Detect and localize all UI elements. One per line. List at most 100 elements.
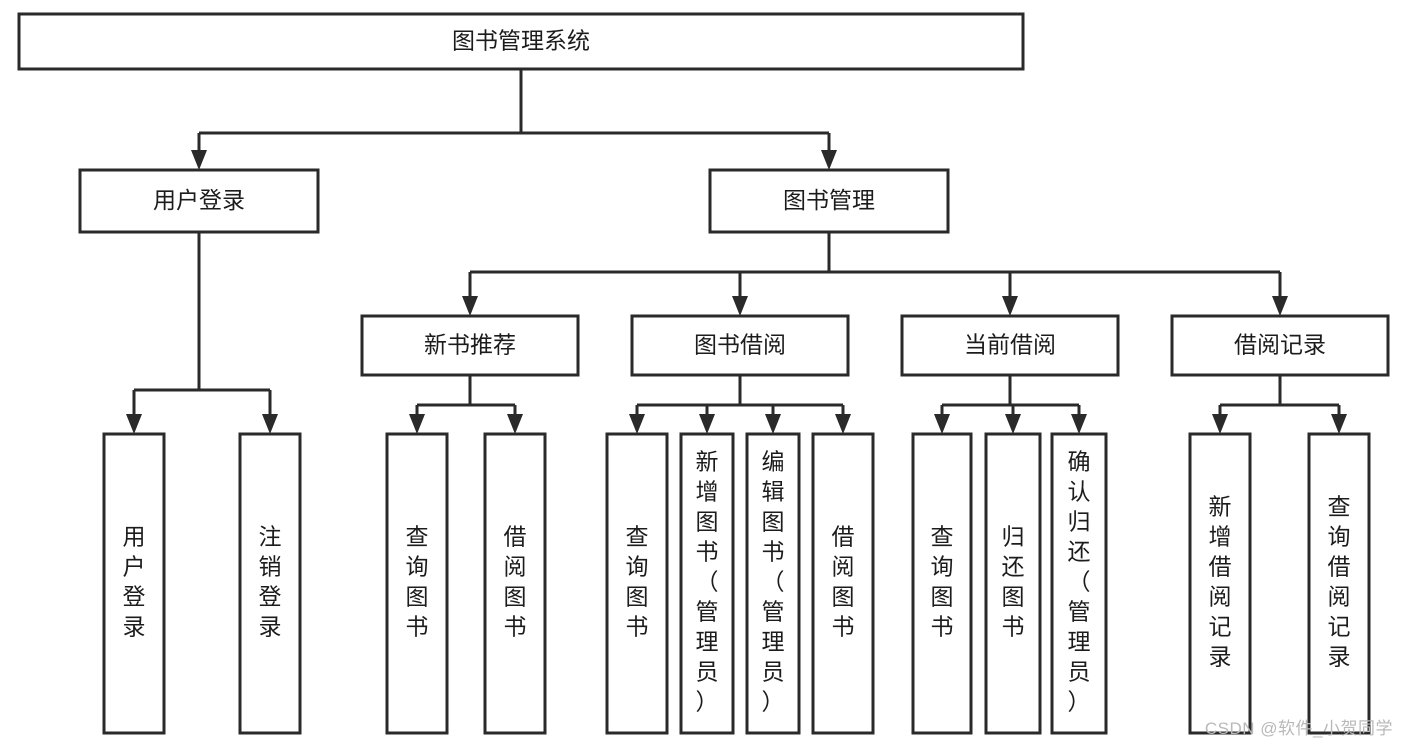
- node-label-login-in-char: 登: [123, 584, 146, 610]
- node-label-cb-confirm-char: 员: [1068, 659, 1091, 685]
- node-label-nb-query-char: 查: [406, 524, 429, 550]
- node-box-cb-return[interactable]: [984, 432, 1042, 735]
- node-label-cb-confirm-char: 理: [1068, 629, 1091, 655]
- node-label-cb-query-char: 书: [931, 614, 954, 640]
- node-label-bb-add-char: 图: [696, 509, 719, 535]
- node-label-cb-confirm-char: 管: [1068, 599, 1091, 625]
- node-label-rec-query-char: 询: [1328, 524, 1351, 550]
- node-label-cb-query-char: 图: [931, 584, 954, 610]
- node-box-rec-add[interactable]: [1188, 432, 1252, 735]
- node-label-bb-add-char: 员: [696, 659, 719, 685]
- arrow-head-icon: [462, 296, 478, 316]
- node-label-record: 借阅记录: [1234, 332, 1326, 358]
- connector-group-bookmgmt: [462, 232, 1288, 316]
- node-box-rec-query[interactable]: [1307, 432, 1371, 735]
- node-box-bookmgmt[interactable]: [708, 168, 950, 234]
- node-box-cb-confirm[interactable]: [1050, 432, 1108, 735]
- arrow-head-icon: [629, 414, 645, 434]
- node-label-nb-borrow-char: 书: [504, 614, 527, 640]
- node-label-cb-confirm-char: 还: [1068, 539, 1091, 565]
- node-box-newbook[interactable]: [360, 314, 580, 377]
- node-login[interactable]: 用户登录: [78, 168, 320, 234]
- node-label-rec-query-char: 记: [1328, 614, 1351, 640]
- node-borrow[interactable]: 图书借阅: [630, 314, 850, 377]
- node-label-cb-confirm-char: 确: [1068, 449, 1091, 475]
- node-label-nb-query-char: 书: [406, 614, 429, 640]
- node-box-bb-add[interactable]: [679, 432, 735, 735]
- node-box-logout[interactable]: [238, 432, 302, 735]
- node-label-bb-add-char: 管: [696, 599, 719, 625]
- node-label-bb-query-char: 图: [626, 584, 649, 610]
- node-box-borrow[interactable]: [630, 314, 850, 377]
- node-login-in[interactable]: 用户登录: [102, 432, 166, 735]
- node-label-bb-edit-char: 编: [762, 449, 785, 475]
- arrow-head-icon: [507, 414, 523, 434]
- node-label-nb-query-char: 图: [406, 584, 429, 610]
- arrow-head-icon: [126, 414, 142, 434]
- node-label-current: 当前借阅: [964, 332, 1056, 358]
- arrow-head-icon: [409, 414, 425, 434]
- node-box-login-in[interactable]: [102, 432, 166, 735]
- node-box-root[interactable]: [17, 12, 1025, 71]
- node-box-nb-borrow[interactable]: [483, 432, 547, 735]
- node-newbook[interactable]: 新书推荐: [360, 314, 580, 377]
- node-label-rec-add-char: 借: [1209, 554, 1232, 580]
- node-label-rec-query-char: 录: [1328, 644, 1351, 670]
- node-label-bookmgmt: 图书管理: [783, 187, 875, 213]
- node-label-cb-query-char: 查: [931, 524, 954, 550]
- arrow-head-icon: [1005, 414, 1021, 434]
- connector-group-record: [1212, 375, 1347, 434]
- node-current[interactable]: 当前借阅: [900, 314, 1120, 377]
- node-box-record[interactable]: [1170, 314, 1390, 377]
- node-label-cb-confirm-char: ）: [1068, 689, 1091, 715]
- node-label-bb-edit-char: 书: [762, 539, 785, 565]
- arrow-head-icon: [262, 414, 278, 434]
- node-label-nb-borrow-char: 阅: [504, 554, 527, 580]
- edges-layer: [126, 69, 1347, 434]
- node-label-logout-char: 注: [259, 524, 282, 550]
- connector-group-root: [191, 69, 837, 170]
- arrow-head-icon: [835, 414, 851, 434]
- node-label-bb-add-char: 书: [696, 539, 719, 565]
- node-box-bb-edit[interactable]: [745, 432, 801, 735]
- node-label-cb-confirm-char: 认: [1068, 479, 1091, 505]
- node-box-bb-borrow[interactable]: [811, 432, 875, 735]
- node-box-current[interactable]: [900, 314, 1120, 377]
- node-record[interactable]: 借阅记录: [1170, 314, 1390, 377]
- arrow-head-icon: [191, 150, 207, 170]
- node-box-bb-query[interactable]: [605, 432, 669, 735]
- node-label-bb-edit-char: 图: [762, 509, 785, 535]
- node-label-bb-query-char: 查: [626, 524, 649, 550]
- node-label-bb-query-char: 书: [626, 614, 649, 640]
- node-label-bb-query-char: 询: [626, 554, 649, 580]
- node-label-login-in-char: 用: [123, 524, 146, 550]
- node-label-bb-edit-char: （: [762, 569, 785, 595]
- node-box-nb-query[interactable]: [385, 432, 449, 735]
- node-root[interactable]: 图书管理系统: [17, 12, 1025, 71]
- node-bookmgmt[interactable]: 图书管理: [708, 168, 950, 234]
- node-label-bb-borrow-char: 书: [832, 614, 855, 640]
- node-label-rec-add-char: 记: [1209, 614, 1232, 640]
- node-label-logout-char: 销: [259, 554, 282, 580]
- node-label-rec-add-char: 新: [1209, 494, 1232, 520]
- node-label-cb-return-char: 书: [1002, 614, 1025, 640]
- connector-group-login: [126, 232, 278, 434]
- node-label-newbook: 新书推荐: [424, 332, 516, 358]
- node-box-login[interactable]: [78, 168, 320, 234]
- connector-group-borrow: [629, 375, 851, 434]
- node-label-logout-char: 登: [259, 584, 282, 610]
- node-box-cb-query[interactable]: [911, 432, 973, 735]
- node-label-bb-add-char: 新: [696, 449, 719, 475]
